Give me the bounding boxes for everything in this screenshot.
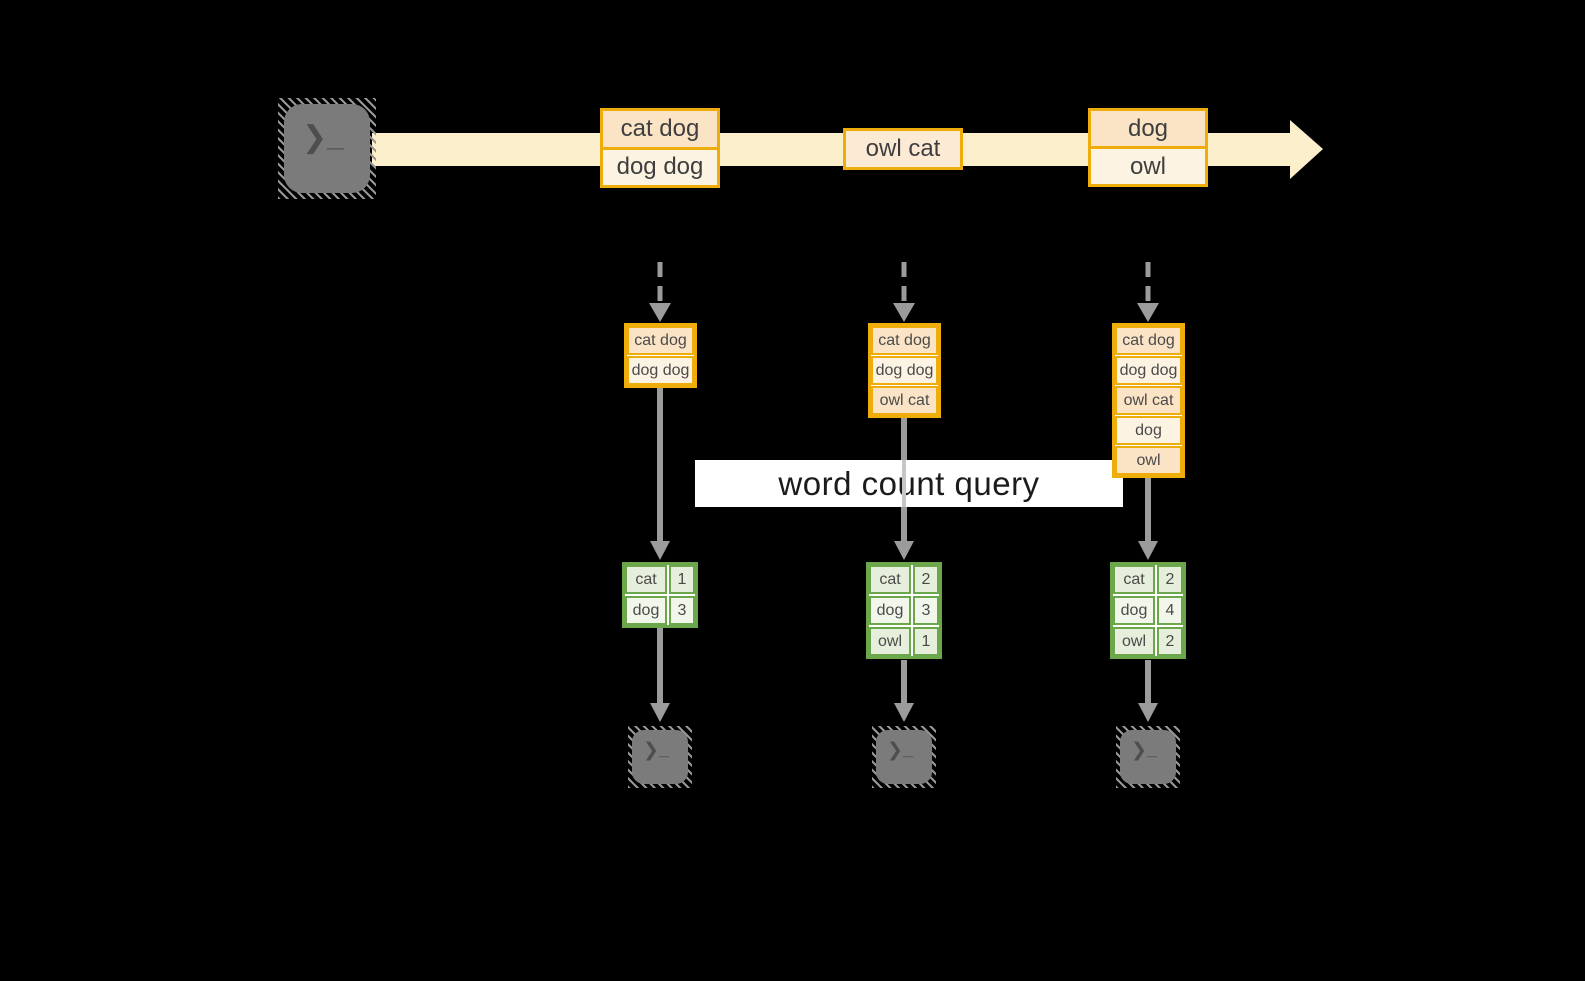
- stream-arrowhead: [1290, 120, 1323, 179]
- terminal-chevron-icon: ❯: [1131, 740, 1147, 761]
- buffer-stack-3: cat dog dog dog owl cat dog owl: [1112, 323, 1185, 478]
- count-word: owl: [869, 627, 911, 656]
- dashed-arrowhead-1: [649, 303, 671, 322]
- buffer-row: cat dog: [627, 326, 694, 355]
- query-arrowhead-2: [894, 541, 914, 560]
- stream-event-line: owl: [1091, 146, 1205, 184]
- terminal-prompt: ❯_: [632, 730, 688, 784]
- buffer-row: owl cat: [1115, 386, 1182, 415]
- terminal-cursor: _: [902, 739, 914, 760]
- count-value: 3: [913, 596, 939, 625]
- sink-arrowhead-1: [650, 703, 670, 722]
- terminal-chevron-icon: ❯: [643, 740, 659, 761]
- sink-arrowhead-2: [894, 703, 914, 722]
- sink-terminal-icon-1: ❯_: [628, 726, 692, 788]
- query-arrowhead-1: [650, 541, 670, 560]
- buffer-row: dog dog: [627, 356, 694, 385]
- terminal-chevron-icon: ❯: [302, 121, 328, 154]
- buffer-row: owl cat: [871, 386, 938, 415]
- count-word: cat: [1113, 565, 1155, 594]
- stream-event-line: cat dog: [603, 111, 717, 147]
- dashed-arrowhead-2: [893, 303, 915, 322]
- stream-event-box-1: cat dog dog dog: [600, 108, 720, 188]
- count-word: dog: [625, 596, 667, 625]
- stream-event-line: dog dog: [603, 146, 717, 185]
- buffer-row: dog: [1115, 416, 1182, 445]
- buffer-row: dog dog: [871, 356, 938, 385]
- sink-terminal-icon-3: ❯_: [1116, 726, 1180, 788]
- count-value: 2: [1157, 565, 1183, 594]
- count-word: owl: [1113, 627, 1155, 656]
- dashed-arrowhead-3: [1137, 303, 1159, 322]
- count-value: 2: [1157, 627, 1183, 656]
- count-word: cat: [625, 565, 667, 594]
- count-table-2: cat 2 dog 3 owl 1: [866, 562, 942, 659]
- query-arrow-overlay-segment: [902, 460, 906, 507]
- terminal-prompt: ❯_: [284, 104, 370, 193]
- stream-event-line: owl cat: [846, 131, 960, 167]
- count-word: dog: [869, 596, 911, 625]
- terminal-chevron-icon: ❯: [887, 740, 903, 761]
- terminal-prompt: ❯_: [1120, 730, 1176, 784]
- count-value: 1: [913, 627, 939, 656]
- query-label: word count query: [778, 464, 1040, 502]
- terminal-prompt: ❯_: [876, 730, 932, 784]
- buffer-stack-2: cat dog dog dog owl cat: [868, 323, 941, 418]
- buffer-stack-1: cat dog dog dog: [624, 323, 697, 388]
- stream-event-box-2: owl cat: [843, 128, 963, 170]
- count-value: 4: [1157, 596, 1183, 625]
- count-table-1: cat 1 dog 3: [622, 562, 698, 628]
- terminal-cursor: _: [327, 120, 344, 153]
- query-arrowhead-3: [1138, 541, 1158, 560]
- sink-arrowhead-3: [1138, 703, 1158, 722]
- buffer-row: cat dog: [871, 326, 938, 355]
- sink-terminal-icon-2: ❯_: [872, 726, 936, 788]
- stream-event-box-3: dog owl: [1088, 108, 1208, 187]
- source-terminal-icon: ❯_: [278, 98, 376, 199]
- query-banner: word count query: [695, 460, 1123, 507]
- buffer-row: cat dog: [1115, 326, 1182, 355]
- buffer-row: owl: [1115, 446, 1182, 475]
- terminal-cursor: _: [658, 739, 670, 760]
- count-word: dog: [1113, 596, 1155, 625]
- count-value: 2: [913, 565, 939, 594]
- count-table-3: cat 2 dog 4 owl 2: [1110, 562, 1186, 659]
- count-value: 1: [669, 565, 695, 594]
- buffer-row: dog dog: [1115, 356, 1182, 385]
- count-value: 3: [669, 596, 695, 625]
- stream-event-line: dog: [1091, 111, 1205, 146]
- terminal-cursor: _: [1146, 739, 1158, 760]
- count-word: cat: [869, 565, 911, 594]
